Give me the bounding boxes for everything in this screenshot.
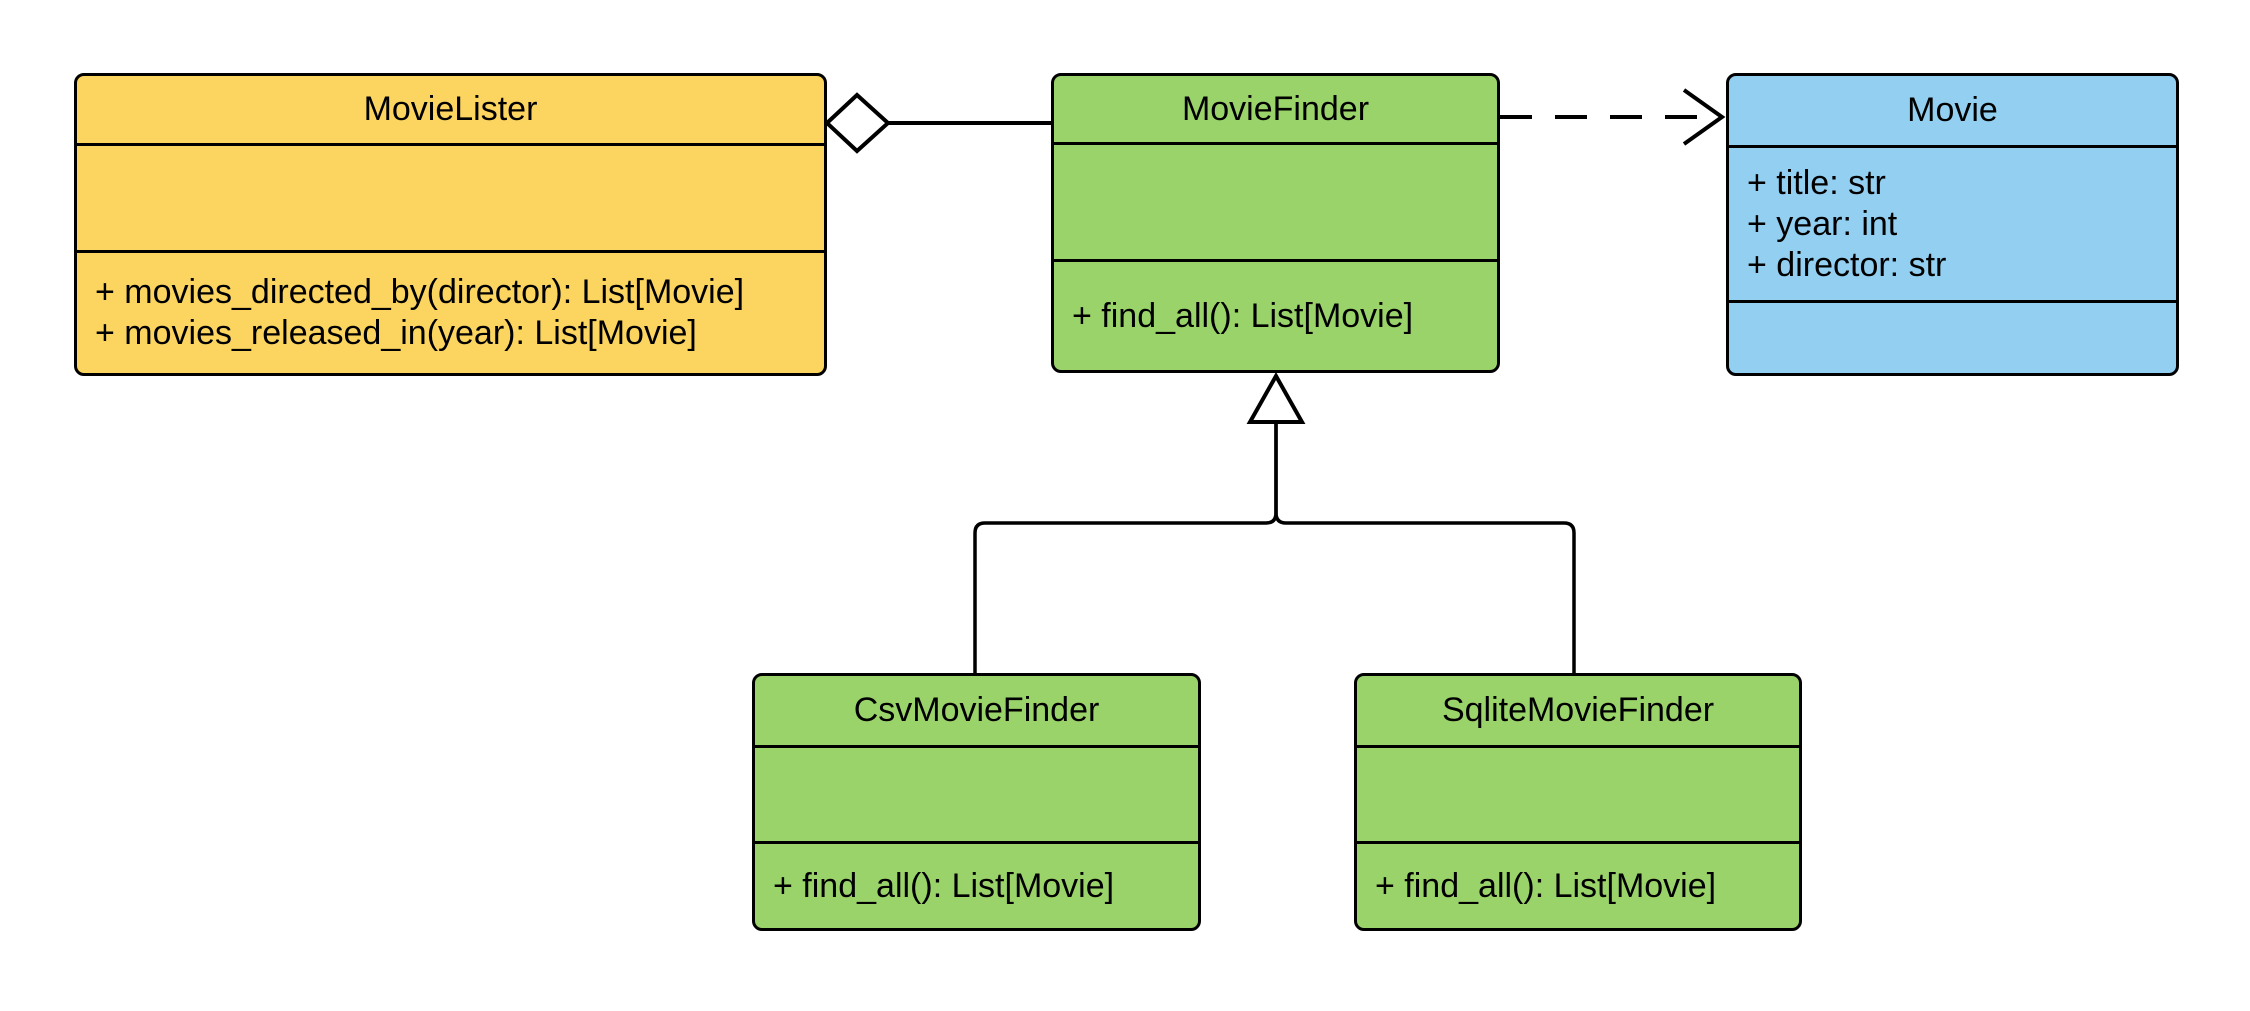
class-title-movielister: MovieLister	[77, 76, 824, 146]
methods-compartment-csvmoviefinder: + find_all(): List[Movie]	[755, 844, 1198, 928]
attribute-text: + title: str	[1747, 163, 1886, 202]
dependency-arrowhead-icon	[1682, 88, 1726, 146]
attribute-text: + director: str	[1747, 245, 1947, 284]
method-text: + find_all(): List[Movie]	[1072, 296, 1414, 335]
class-title-csvmoviefinder: CsvMovieFinder	[755, 676, 1198, 748]
methods-compartment-sqlitemoviefinder: + find_all(): List[Movie]	[1357, 844, 1799, 928]
inheritance-edge-sqlite	[1274, 422, 1576, 673]
inheritance-triangle-icon	[1246, 371, 1306, 424]
class-box-csvmoviefinder: CsvMovieFinder + find_all(): List[Movie]	[752, 673, 1201, 931]
method-text: + movies_directed_by(director): List[Mov…	[95, 273, 745, 311]
class-title-movie: Movie	[1729, 76, 2176, 148]
class-box-moviefinder: MovieFinder + find_all(): List[Movie]	[1051, 73, 1500, 373]
method-text: + movies_released_in(year): List[Movie]	[95, 314, 697, 352]
class-title-moviefinder: MovieFinder	[1054, 76, 1497, 145]
attributes-compartment-sqlitemoviefinder	[1357, 748, 1799, 844]
aggregation-diamond-icon	[824, 92, 891, 154]
methods-compartment-movielister: + movies_directed_by(director): List[Mov…	[77, 253, 824, 373]
attributes-compartment-movie: + title: str + year: int + director: str	[1729, 148, 2176, 303]
attribute-text: + year: int	[1747, 204, 1898, 243]
methods-compartment-movie	[1729, 303, 2176, 373]
method-text: + find_all(): List[Movie]	[773, 866, 1115, 905]
class-box-movielister: MovieLister + movies_directed_by(directo…	[74, 73, 827, 376]
methods-compartment-moviefinder: + find_all(): List[Movie]	[1054, 262, 1497, 370]
method-text: + find_all(): List[Movie]	[1375, 866, 1717, 905]
inheritance-edge-csv	[973, 422, 1278, 673]
attributes-compartment-movielister	[77, 146, 824, 253]
class-title-sqlitemoviefinder: SqliteMovieFinder	[1357, 676, 1799, 748]
class-box-sqlitemoviefinder: SqliteMovieFinder + find_all(): List[Mov…	[1354, 673, 1802, 931]
class-box-movie: Movie + title: str + year: int + directo…	[1726, 73, 2179, 376]
attributes-compartment-moviefinder	[1054, 145, 1497, 262]
attributes-compartment-csvmoviefinder	[755, 748, 1198, 844]
